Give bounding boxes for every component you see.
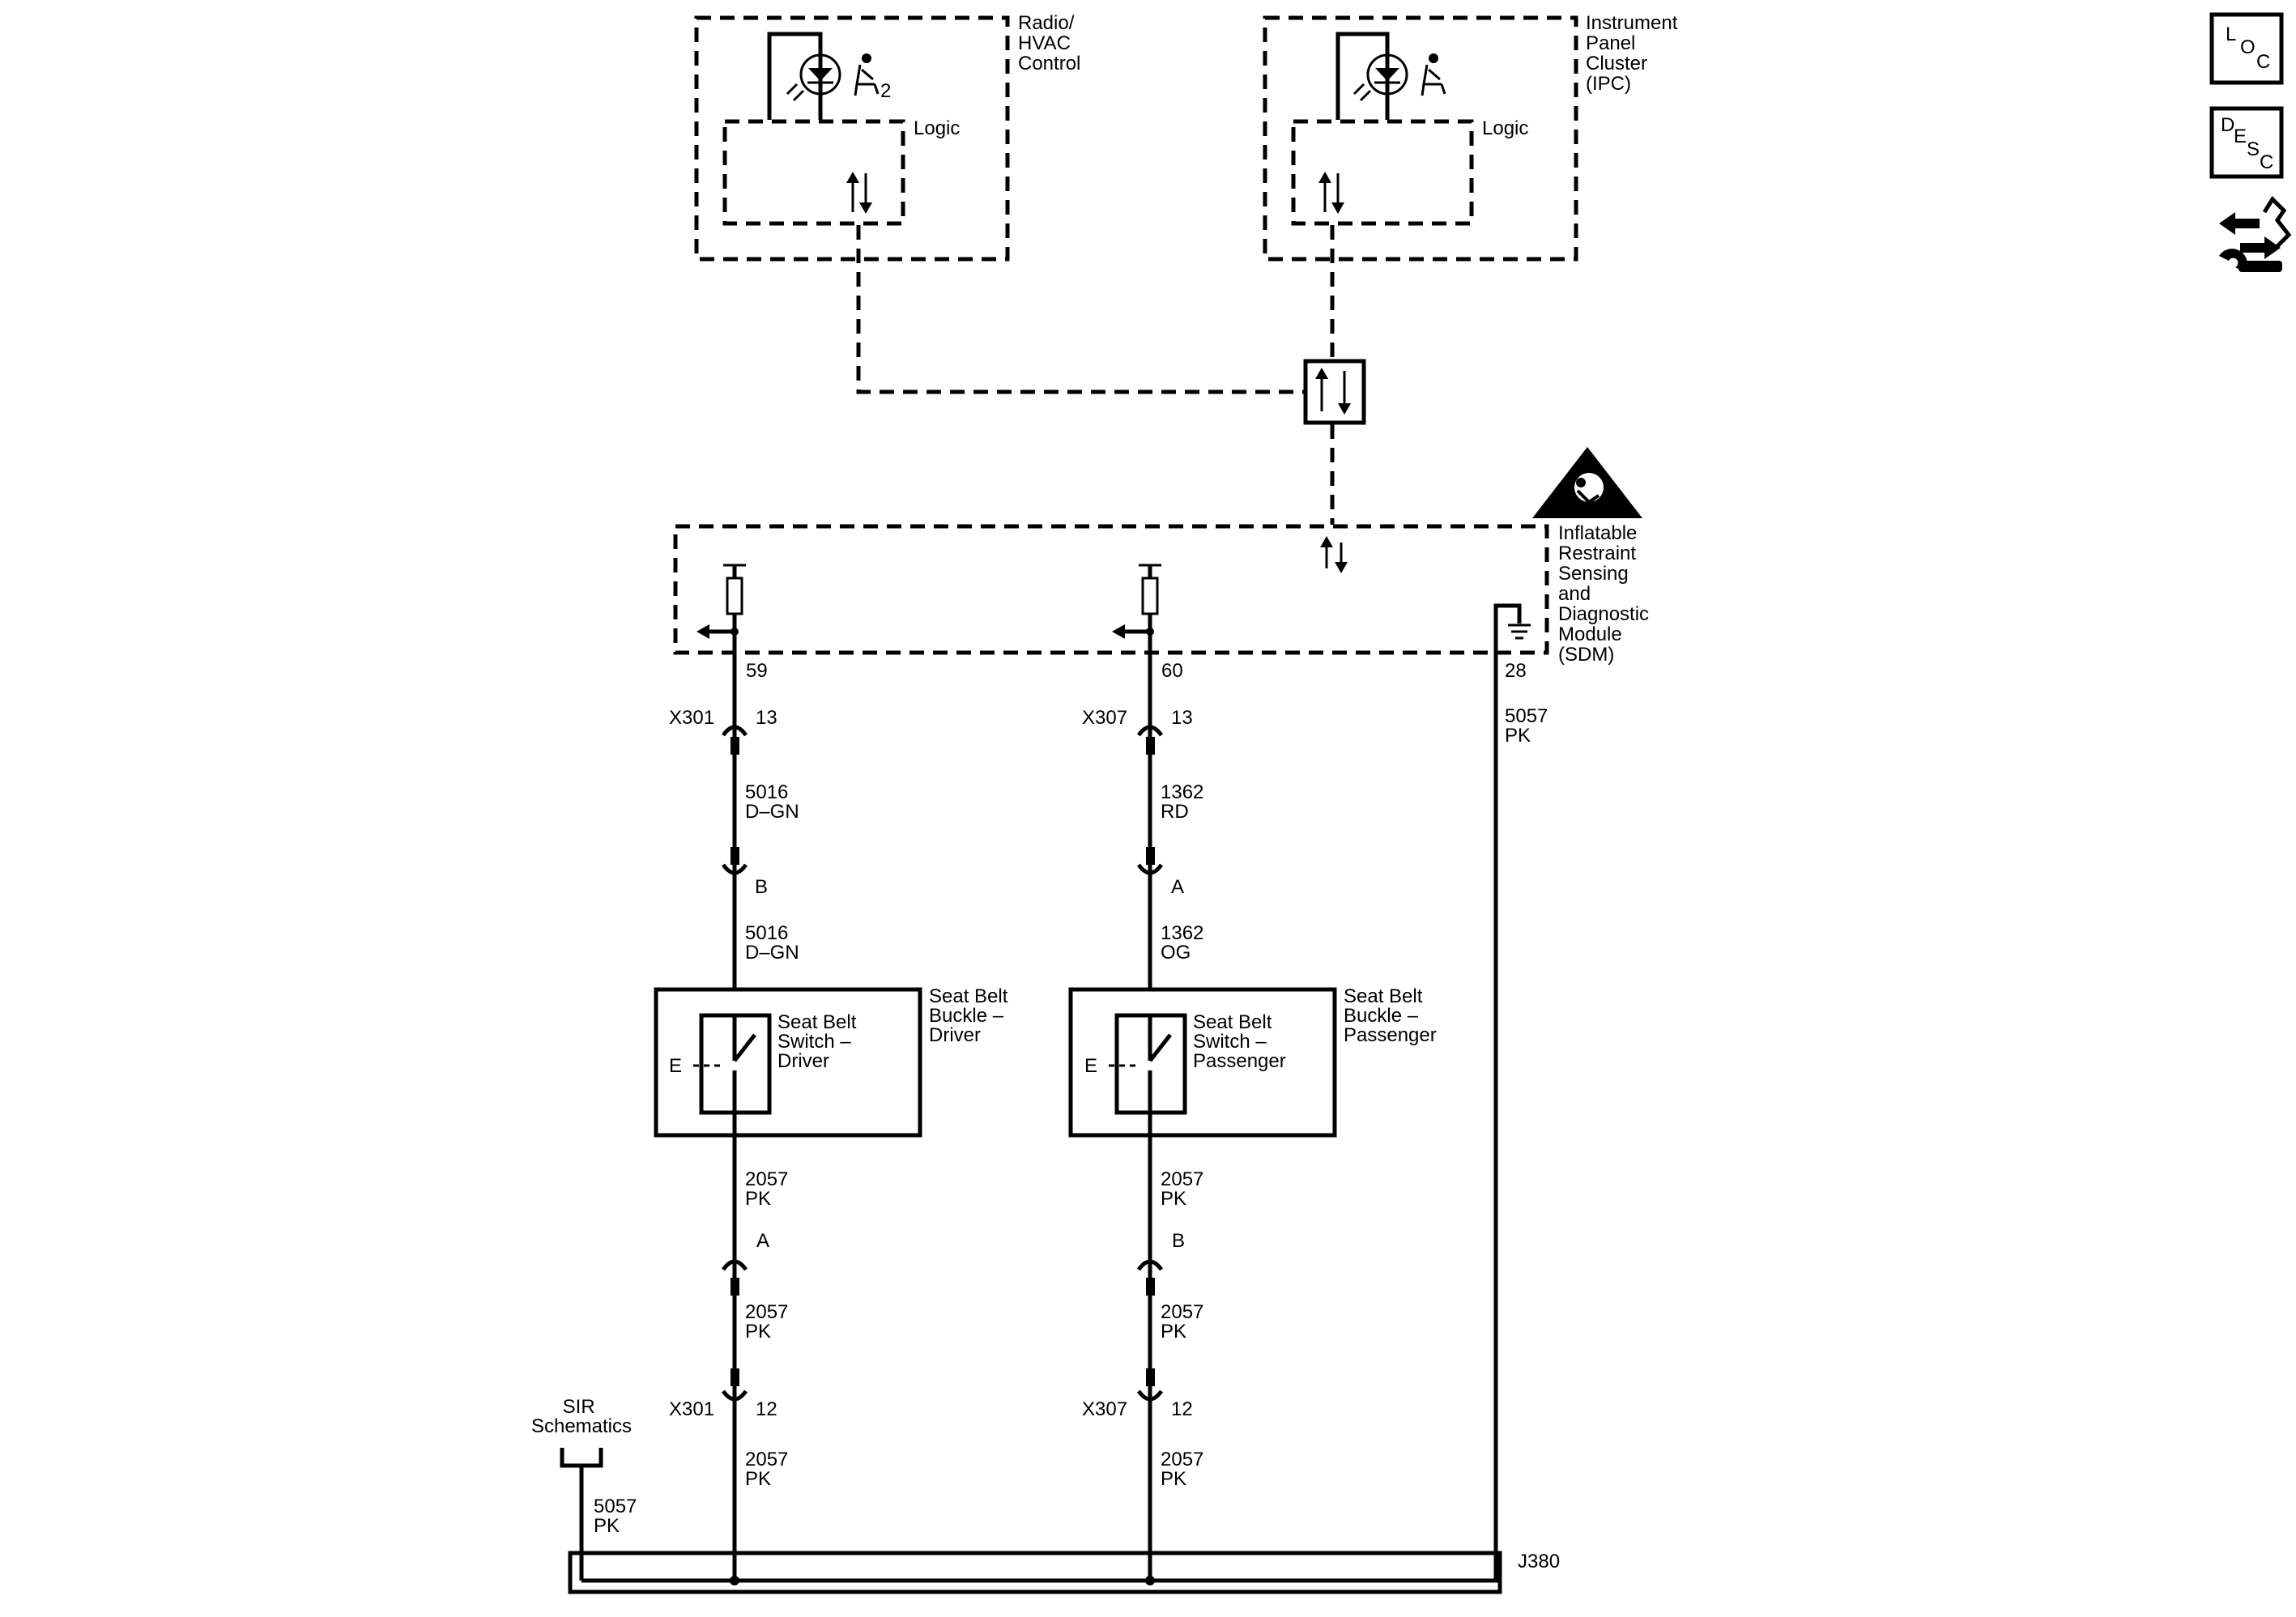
sdm-module: Inflatable Restraint Sensing and Diagnos…	[673, 447, 1655, 672]
connector-x301-bottom	[721, 1368, 748, 1402]
sir-schematics-ref	[560, 1448, 603, 1581]
connector-b-mid-label: B	[1172, 1230, 1185, 1252]
serial-data-bus	[856, 225, 1366, 525]
seatbelt-person-icon	[1421, 53, 1446, 96]
pin-60: 60	[1161, 660, 1183, 682]
seatbelt-indicator-lamp-icon	[786, 53, 841, 102]
pin-28: 28	[1505, 660, 1527, 682]
desc-button[interactable]: D E S C	[2209, 106, 2284, 179]
x307-top-label: X307	[1082, 707, 1127, 729]
ipc-logic-label: Logic	[1482, 117, 1528, 139]
seatbelt-indicator-lamp-icon	[1352, 53, 1408, 102]
sir-schematics-label: SIR Schematics	[531, 1396, 632, 1437]
connector-a-mid	[1136, 847, 1164, 875]
sdm-module-title: Inflatable Restraint Sensing and Diagnos…	[1558, 522, 1655, 666]
connector-b-left	[721, 847, 748, 875]
x307-bottom-label: X307	[1082, 1398, 1127, 1420]
sdm-data-arrows-icon	[1320, 536, 1348, 573]
desc-icon-letter-e: E	[2234, 126, 2247, 147]
connector-a-left	[721, 1259, 748, 1296]
loc-icon-letter-o: O	[2240, 36, 2256, 58]
connector-b-mid	[1136, 1259, 1164, 1296]
driver-buckle-label: Seat Belt Buckle – Driver	[929, 985, 1013, 1046]
radio-logic-label: Logic	[914, 117, 960, 139]
seat-belt-buckle-passenger	[1068, 987, 1337, 1138]
desc-icon-letter-s: S	[2247, 138, 2260, 160]
x301-bottom-pin: 12	[756, 1398, 777, 1420]
x301-top-label: X301	[669, 707, 714, 729]
connector-a-label: A	[756, 1230, 769, 1252]
sdm-input-driver	[696, 564, 746, 639]
passenger-circuit	[1136, 632, 1164, 1581]
loc-icon-letter-l: L	[2226, 23, 2236, 45]
ipc-module: Logic Instrument Panel Cluster (IPC)	[1263, 12, 1683, 262]
connector-x307-bottom	[1136, 1368, 1164, 1402]
ipc-module-title: Instrument Panel Cluster (IPC)	[1586, 12, 1683, 95]
loc-button[interactable]: L O C	[2209, 12, 2284, 85]
ipc-data-arrows-icon	[1318, 172, 1344, 214]
desc-icon-letter-c: C	[2260, 151, 2273, 173]
e-label-driver: E	[669, 1055, 682, 1077]
radio-data-arrows-icon	[846, 172, 872, 214]
sdm-ground-icon	[1493, 603, 1531, 672]
driver-switch-label: Seat Belt Switch – Driver	[777, 1011, 862, 1072]
driver-circuit	[721, 632, 748, 1581]
passenger-buckle-label: Seat Belt Buckle – Passenger	[1344, 985, 1437, 1046]
radio-module-title: Radio/ HVAC Control	[1018, 12, 1080, 74]
e-label-passenger: E	[1084, 1055, 1097, 1077]
loc-icon-letter-c: C	[2256, 51, 2270, 73]
airbag-warning-icon	[1532, 447, 1642, 518]
connector-x307-top	[1136, 725, 1164, 755]
x307-top-pin: 13	[1171, 707, 1193, 729]
radio-icon-number: 2	[880, 80, 891, 102]
desc-icon-letter-d: D	[2221, 114, 2234, 136]
connector-x301-top	[721, 725, 748, 755]
connector-a-mid-label: A	[1171, 876, 1184, 898]
sdm-input-passenger	[1112, 564, 1161, 639]
seatbelt-person-icon	[854, 53, 880, 96]
seat-belt-buckle-driver	[654, 987, 922, 1138]
splice-j380-label: J380	[1518, 1551, 1560, 1572]
splice-pack-j380	[568, 1551, 1502, 1594]
x301-top-pin: 13	[756, 707, 777, 729]
x307-bottom-pin: 12	[1171, 1398, 1193, 1420]
wrench-arrows-icon[interactable]	[2219, 196, 2292, 272]
x301-bottom-label: X301	[669, 1398, 714, 1420]
connector-b-label: B	[755, 876, 768, 898]
pin-59: 59	[746, 660, 768, 682]
data-link-box	[1303, 359, 1366, 425]
radio-hvac-module: 2 Logic Radio/ HVAC Control	[694, 12, 1080, 262]
passenger-switch-label: Seat Belt Switch – Passenger	[1193, 1011, 1286, 1072]
